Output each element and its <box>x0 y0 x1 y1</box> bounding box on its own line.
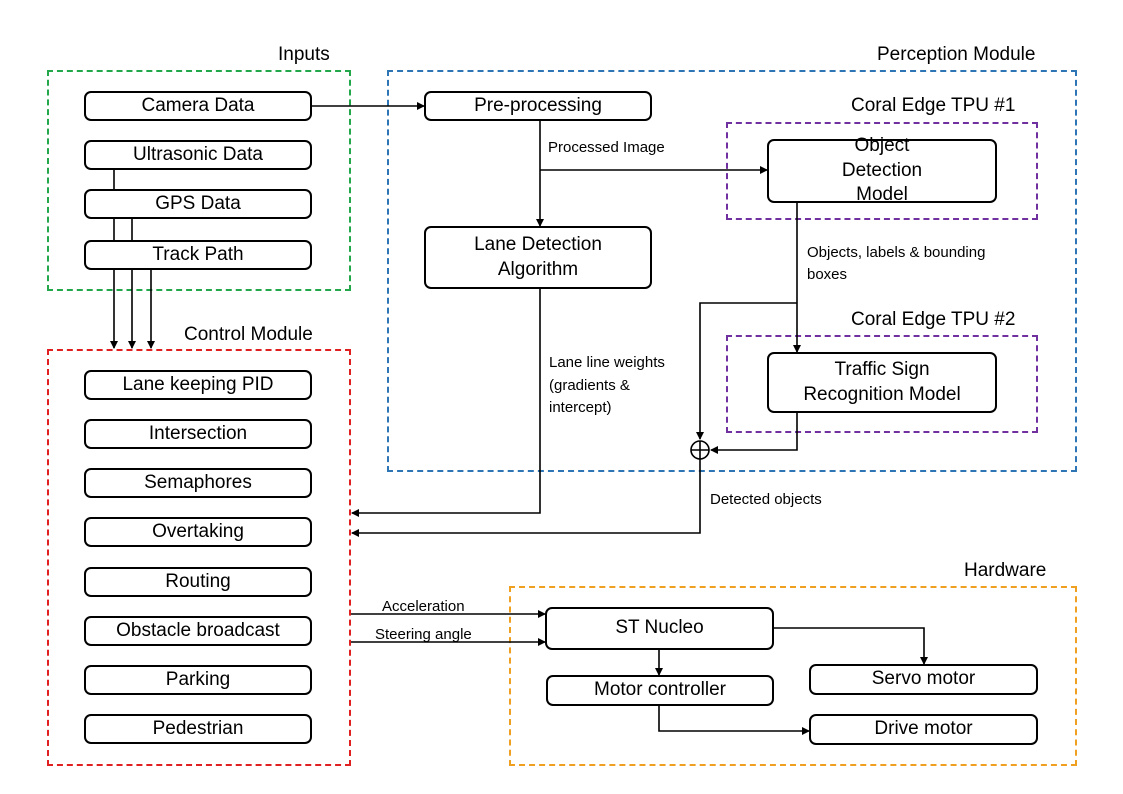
track-path-box: Track Path <box>84 240 312 270</box>
object-to-sum <box>696 302 797 440</box>
control-title: Control Module <box>184 324 313 345</box>
lane-weights-line1: Lane line weights <box>549 354 665 371</box>
object-detection-box: Object Detection Model <box>767 135 997 205</box>
steering-angle-label: Steering angle <box>375 626 472 643</box>
traffic-to-sum <box>710 413 798 454</box>
st-nucleo-box: ST Nucleo <box>545 607 774 650</box>
hardware-title: Hardware <box>964 560 1047 581</box>
gps-data-box: GPS Data <box>84 189 312 219</box>
lane-weights-line2: (gradients & <box>549 377 630 394</box>
lane-to-control <box>351 289 541 517</box>
objects-labels-line2: boxes <box>807 266 848 283</box>
control-item-semaphores: Semaphores <box>84 468 312 498</box>
control-item-pedestrian: Pedestrian <box>84 714 312 744</box>
control-item-lane-keeping: Lane keeping PID <box>84 370 312 400</box>
control-group <box>47 349 351 766</box>
inputs-group <box>47 70 351 291</box>
processed-image-label: Processed Image <box>548 139 665 156</box>
detected-to-control <box>351 459 701 537</box>
lane-detection-box: Lane Detection Algorithm <box>424 226 652 289</box>
control-item-parking: Parking <box>84 665 312 695</box>
tpu1-title: Coral Edge TPU #1 <box>851 95 1016 116</box>
camera-data-box: Camera Data <box>84 91 312 121</box>
acceleration-label: Acceleration <box>382 598 465 615</box>
perception-group <box>387 70 1077 472</box>
inputs-title: Inputs <box>278 44 330 65</box>
tpu2-title: Coral Edge TPU #2 <box>851 309 1016 330</box>
objects-labels-line1: Objects, labels & bounding <box>807 244 986 261</box>
control-item-overtaking: Overtaking <box>84 517 312 547</box>
tpu2-group <box>726 335 1038 433</box>
motor-controller-box: Motor controller <box>546 675 774 706</box>
traffic-sign-box: Traffic Sign Recognition Model <box>767 352 997 413</box>
servo-motor-box: Servo motor <box>809 664 1038 695</box>
tpu1-group <box>726 122 1038 220</box>
control-item-routing: Routing <box>84 567 312 597</box>
perception-title: Perception Module <box>877 44 1036 65</box>
preprocessing-box: Pre-processing <box>424 91 652 121</box>
hardware-group <box>509 586 1077 766</box>
ultrasonic-data-box: Ultrasonic Data <box>84 140 312 170</box>
motor-ctrl-to-drive <box>658 706 810 735</box>
lane-weights-line3: intercept) <box>549 399 612 416</box>
control-item-obstacle-broadcast: Obstacle broadcast <box>84 616 312 646</box>
nucleo-to-servo <box>774 627 928 665</box>
control-item-intersection: Intersection <box>84 419 312 449</box>
detected-objects-label: Detected objects <box>710 491 822 508</box>
drive-motor-box: Drive motor <box>809 714 1038 745</box>
